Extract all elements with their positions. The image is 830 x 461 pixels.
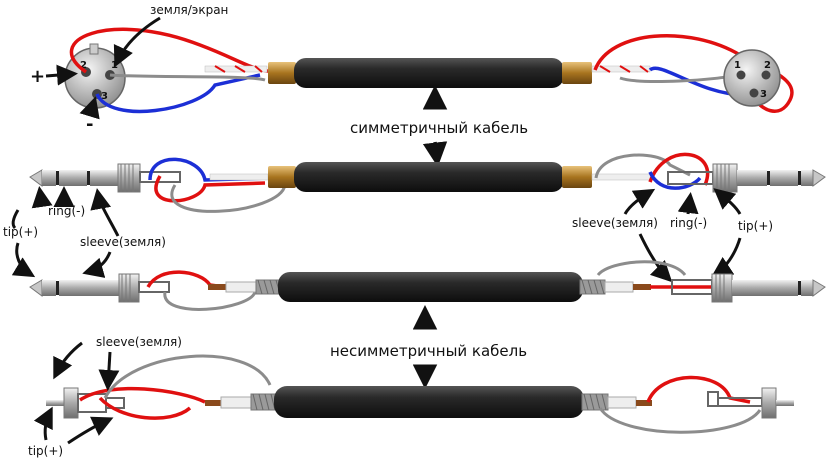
cable-body: [278, 272, 583, 302]
arrow-icon: [79, 96, 100, 120]
tip-label-left: tip(+): [3, 225, 38, 239]
tip-label-rca: tip(+): [28, 444, 63, 458]
symmetric-cable-label: симметричный кабель: [350, 119, 528, 137]
xlr-connector-icon: [723, 49, 781, 107]
sleeve-label-rca: sleeve(земля): [96, 335, 182, 349]
pin-3-label: 3: [101, 91, 108, 102]
ring-label-right: ring(-): [670, 216, 707, 230]
wire-ground: [109, 73, 266, 82]
arrow-icon: [422, 141, 448, 167]
trs-trs-cable: ring(-) tip(+) sleeve(земля) sleeve(земл…: [3, 152, 826, 283]
rca-plug-icon: [46, 387, 125, 419]
xlr-xlr-cable: 2 1 3 1 2 3 земля/экран +: [30, 3, 794, 135]
pin-2-label-right: 2: [764, 60, 771, 71]
ground-shield-label: земля/экран: [150, 3, 228, 17]
asymmetric-cable-label: несимметричный кабель: [330, 342, 527, 360]
trs-jack-icon: [29, 163, 181, 193]
ferrule-right: [562, 62, 592, 84]
sleeve-label-right: sleeve(земля): [572, 216, 658, 230]
cable-body: [294, 162, 564, 192]
ts-jack-icon: [671, 273, 826, 303]
tip-label-right: tip(+): [738, 219, 773, 233]
pin-3-label-right: 3: [760, 89, 767, 100]
arrow-icon: [45, 64, 78, 86]
arrow-icon: [113, 16, 161, 68]
plus-label: +: [30, 66, 45, 87]
ts-ts-cable: [29, 260, 826, 311]
ts-jack-icon: [29, 273, 170, 303]
rca-rca-cable: sleeve(земля) tip(+): [28, 335, 794, 458]
ferrule-left: [268, 62, 296, 84]
rca-plug-icon: [707, 387, 794, 419]
cable-body: [294, 58, 564, 88]
sleeve-label-left: sleeve(земля): [80, 235, 166, 249]
pin-1-label-right: 1: [734, 60, 741, 71]
ring-label-left: ring(-): [48, 204, 85, 218]
wire-blue: [95, 73, 261, 114]
cable-body: [274, 386, 584, 418]
trs-jack-icon: [667, 163, 826, 193]
pin-2-label: 2: [80, 60, 87, 71]
minus-label: -: [86, 114, 93, 135]
